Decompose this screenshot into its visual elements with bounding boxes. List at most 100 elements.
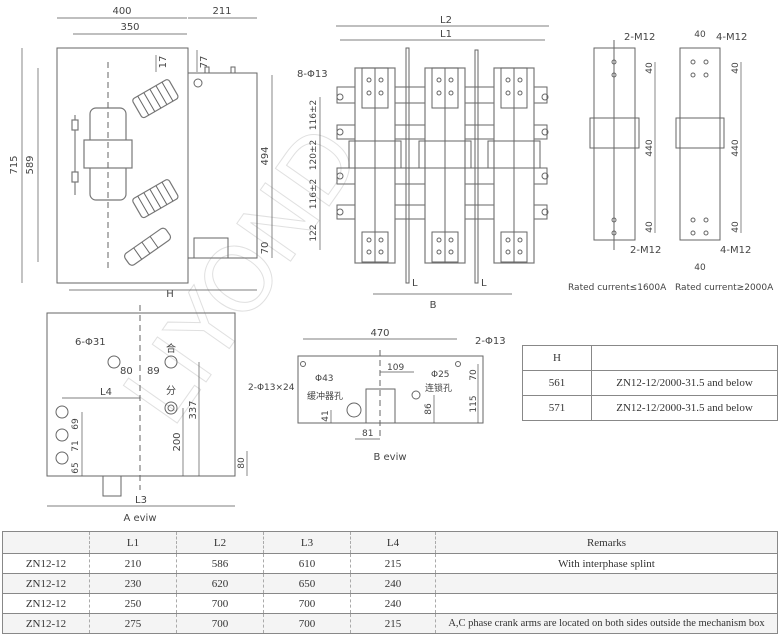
dim-337: 337 bbox=[188, 400, 199, 419]
b-view-caption: B eviw bbox=[373, 452, 406, 463]
label-L-b: L bbox=[481, 278, 487, 289]
dim-70: 70 bbox=[469, 369, 479, 381]
bolt-hole bbox=[378, 77, 384, 83]
dim-41: 41 bbox=[321, 410, 331, 421]
header-cell: L1 bbox=[89, 531, 177, 554]
hole-label-8-phi13: 8-Φ13 bbox=[297, 69, 328, 80]
cell: 586 bbox=[176, 553, 264, 574]
right-dim-40b: 40 bbox=[731, 221, 741, 233]
dim-115: 115 bbox=[469, 395, 479, 412]
h-table: H 561 ZN12-12/2000-31.5 and below 571 ZN… bbox=[522, 345, 778, 421]
dim-17: 17 bbox=[158, 56, 169, 69]
label-L-a: L bbox=[412, 278, 418, 289]
cell: 250 bbox=[89, 593, 177, 614]
bolt-hole bbox=[436, 237, 442, 243]
cell: ZN12-12/2000-31.5 and below bbox=[591, 370, 778, 396]
right-width-40a: 40 bbox=[694, 30, 706, 40]
bolt-hole bbox=[366, 249, 372, 255]
dim-200: 200 bbox=[172, 432, 183, 451]
dim-L4: L4 bbox=[100, 387, 112, 398]
close-label: 合 bbox=[166, 342, 176, 355]
cell: ZN12-12 bbox=[2, 553, 90, 574]
cell: 571 bbox=[522, 395, 592, 421]
side-view: 400 211 350 715 589 494 70 17 77 H bbox=[9, 6, 273, 300]
dim-81: 81 bbox=[362, 429, 373, 439]
terminal-details: 2-M12 2-M12 40 440 40 4-M12 4-M12 40 40 … bbox=[568, 30, 774, 293]
cell: 610 bbox=[263, 553, 351, 574]
right-width-40b: 40 bbox=[694, 263, 706, 273]
dim-400: 400 bbox=[112, 6, 131, 17]
dim-86: 86 bbox=[424, 403, 434, 415]
cell: ZN12-12 bbox=[2, 613, 90, 634]
bolt-hole bbox=[448, 90, 454, 96]
bolt-hole bbox=[505, 77, 511, 83]
bolt-hole bbox=[505, 237, 511, 243]
dim-122: 122 bbox=[309, 224, 319, 241]
dim-116b: 116±2 bbox=[309, 179, 319, 209]
cell: 240 bbox=[350, 593, 436, 614]
dim-80: 80 bbox=[120, 366, 133, 377]
bolt-hole bbox=[505, 90, 511, 96]
dim-589: 589 bbox=[25, 155, 36, 174]
cell bbox=[435, 593, 778, 614]
holes-2-phi13: 2-Φ13 bbox=[475, 336, 506, 347]
right-dim-440: 440 bbox=[731, 139, 741, 156]
phi25-label: Φ25 bbox=[431, 370, 450, 380]
cell: 215 bbox=[350, 553, 436, 574]
dim-L3: L3 bbox=[135, 495, 147, 506]
cell: ZN12-12 bbox=[2, 573, 90, 594]
cell: 210 bbox=[89, 553, 177, 574]
left-bottom-bolt-label: 2-M12 bbox=[630, 245, 661, 256]
left-top-bolt-label: 2-M12 bbox=[624, 32, 655, 43]
bolt-hole bbox=[436, 77, 442, 83]
dim-494: 494 bbox=[260, 146, 271, 165]
dim-211: 211 bbox=[212, 6, 231, 17]
cell: 215 bbox=[350, 613, 436, 634]
caption-2000a: Rated current≥2000A bbox=[675, 283, 774, 293]
dim-109: 109 bbox=[387, 363, 404, 373]
cell: 561 bbox=[522, 370, 592, 396]
bolt-hole bbox=[436, 249, 442, 255]
dim-89: 89 bbox=[147, 366, 160, 377]
slot-2-phi13x24: 2-Φ13×24 bbox=[248, 383, 295, 393]
left-dim-40a: 40 bbox=[645, 62, 655, 74]
open-label: 分 bbox=[166, 385, 176, 397]
dim-77: 77 bbox=[199, 56, 210, 69]
right-bottom-bolt-label: 4-M12 bbox=[720, 245, 751, 256]
bolt-hole bbox=[378, 237, 384, 243]
table-row: 571 ZN12-12/2000-31.5 and below bbox=[522, 395, 778, 421]
bolt-hole bbox=[378, 90, 384, 96]
cell: With interphase splint bbox=[435, 553, 778, 574]
bolt-hole bbox=[436, 90, 442, 96]
cell: 700 bbox=[263, 593, 351, 614]
header-cell: L4 bbox=[350, 531, 436, 554]
b-view: 470 2-Φ13 2-Φ13×24 Φ43 缓冲器孔 109 Φ25 连锁孔 … bbox=[248, 328, 506, 463]
a-view-caption: A eviw bbox=[123, 513, 156, 524]
header-cell: Remarks bbox=[435, 531, 778, 554]
header-cell bbox=[591, 345, 778, 371]
cell: 620 bbox=[176, 573, 264, 594]
dim-70: 70 bbox=[260, 242, 271, 255]
bolt-hole bbox=[378, 249, 384, 255]
right-top-bolt-label: 4-M12 bbox=[716, 32, 747, 43]
cell: 700 bbox=[176, 613, 264, 634]
bolt-hole bbox=[448, 237, 454, 243]
cell: A,C phase crank arms are located on both… bbox=[435, 613, 778, 634]
dim-65: 65 bbox=[71, 462, 81, 473]
caption-1600a: Rated current≤1600A bbox=[568, 283, 667, 293]
cell: 700 bbox=[263, 613, 351, 634]
bolt-hole bbox=[448, 249, 454, 255]
dim-H: H bbox=[166, 289, 174, 300]
cell: ZN12-12 bbox=[2, 593, 90, 614]
bolt-hole bbox=[517, 249, 523, 255]
left-dim-40b: 40 bbox=[645, 221, 655, 233]
table-header-row: H bbox=[522, 345, 778, 371]
bolt-hole bbox=[366, 237, 372, 243]
cell: 240 bbox=[350, 573, 436, 594]
